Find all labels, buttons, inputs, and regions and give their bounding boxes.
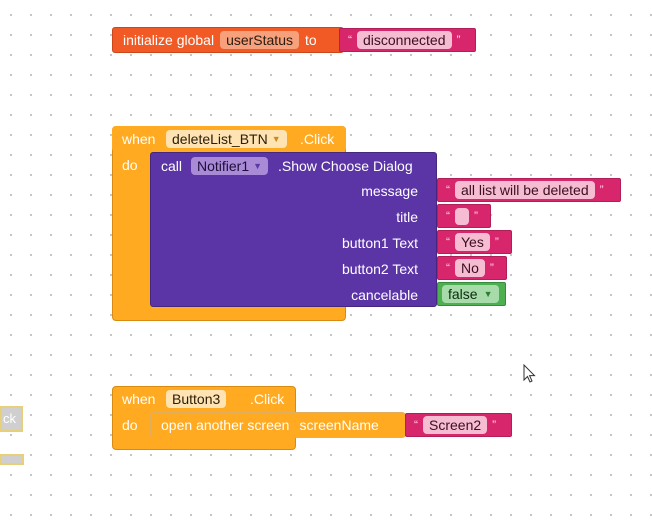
text-block-disconnected[interactable]: “ disconnected ” [339,28,476,52]
text-field[interactable]: all list will be deleted [455,181,595,199]
quote-close-icon: ” [489,261,494,275]
method-name-label: .Show Choose Dialog [278,158,413,174]
text-block-no[interactable]: “ No ” [437,256,507,280]
text-field[interactable]: Screen2 [423,416,488,434]
triangle-down-icon: ▼ [253,161,263,171]
text-block-message[interactable]: “ all list will be deleted ” [437,178,621,202]
cursor-arrow-icon [523,364,536,383]
quote-close-icon: ” [599,183,604,197]
call-label: call [161,158,183,174]
do-label: do [122,157,138,173]
partial-block-left[interactable]: ck [0,406,23,432]
screen-name-label: screenName [299,417,379,433]
notifier-name: Notifier1 [197,158,250,174]
param-label-title: title [396,209,418,225]
text-block-yes[interactable]: “ Yes ” [437,230,512,254]
open-another-screen-label: open another screen [161,417,290,433]
component-name: Button3 [172,391,221,407]
text-block-title[interactable]: “ ” [437,204,491,228]
param-label-message: message [361,183,418,199]
quote-open-icon: “ [446,261,450,275]
quote-open-icon: “ [446,183,450,197]
param-label-cancelable: cancelable [351,287,418,303]
variable-name-field[interactable]: userStatus [220,31,299,49]
quote-close-icon: ” [474,209,478,223]
when-label: when [122,391,156,407]
text-block-screen2[interactable]: “ Screen2 ” [405,413,512,437]
text-field[interactable]: disconnected [357,31,452,49]
param-label-button2-text: button2 Text [341,261,418,277]
initialize-global-block[interactable]: initialize global userStatus to [112,27,344,53]
component-name: deleteList_BTN [172,131,268,147]
text-field[interactable]: No [455,259,485,277]
triangle-down-icon: ▼ [483,289,493,299]
component-dropdown[interactable]: deleteList_BTN ▼ [166,130,287,148]
text-field[interactable]: Yes [455,233,490,251]
quote-open-icon: “ [348,33,352,47]
notifier-dropdown[interactable]: Notifier1 ▼ [191,157,269,175]
do-label: do [122,417,138,433]
event-name-label: .Click [300,131,335,147]
open-another-screen-block[interactable]: open another screen screenName [150,412,406,438]
event-name-label: .Click [250,391,285,407]
quote-open-icon: “ [446,209,450,223]
param-label-button1-text: button1 Text [341,235,418,251]
quote-open-icon: “ [414,418,418,432]
quote-open-icon: “ [446,235,450,249]
component-dropdown[interactable]: Button3 [166,390,227,408]
when-label: when [122,131,156,147]
triangle-down-icon: ▼ [271,134,281,144]
logic-block-false[interactable]: false ▼ [437,282,506,306]
call-block-show-choose-dialog[interactable]: call Notifier1 ▼ .Show Choose Dialog mes… [150,152,437,307]
text-field-empty[interactable] [455,207,469,225]
partial-block-left-bottom[interactable] [0,454,24,465]
partial-block-text: ck [3,411,16,426]
quote-close-icon: ” [492,418,497,432]
to-label: to [305,32,317,48]
initialize-global-label: initialize global [123,32,215,48]
logic-value: false [448,286,478,302]
quote-close-icon: ” [456,33,461,47]
logic-dropdown[interactable]: false ▼ [442,285,499,303]
quote-close-icon: ” [494,235,499,249]
